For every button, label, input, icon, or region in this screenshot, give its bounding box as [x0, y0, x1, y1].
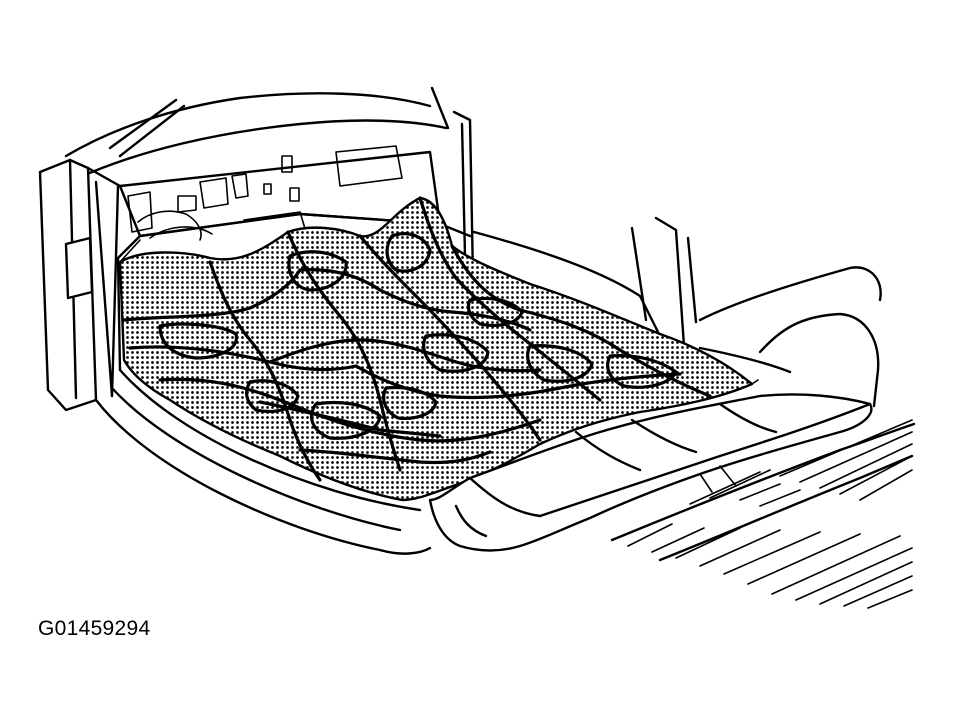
bed-floor [116, 212, 472, 372]
cargo-net [118, 196, 759, 502]
figure-code-label: G01459294 [38, 617, 151, 640]
rear-bumper [610, 419, 916, 609]
cab-back-wall [64, 86, 450, 241]
tailgate [428, 393, 873, 552]
left-bed-side [38, 158, 432, 555]
